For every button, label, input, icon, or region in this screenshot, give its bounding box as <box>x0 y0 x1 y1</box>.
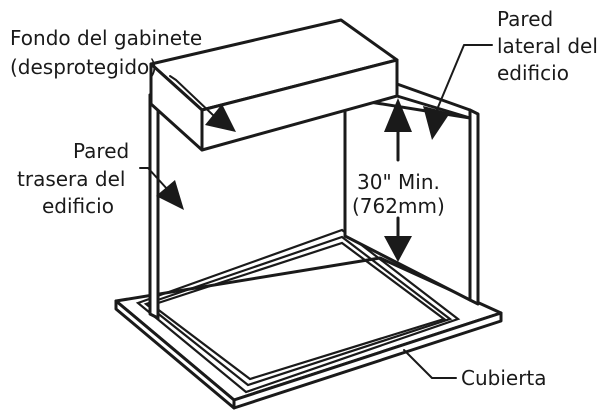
countertop-inner-outline <box>135 228 461 394</box>
countertop-inner-outline-3 <box>149 241 447 381</box>
label-cabinet-bottom-2: (desprotegido) <box>10 55 157 79</box>
label-rear-wall-2: trasera del <box>17 167 125 191</box>
arrow-side-wall-head <box>423 106 450 140</box>
arrow-down-head <box>384 236 412 262</box>
leader-cabinet-bottom <box>169 75 236 132</box>
label-side-wall-1: Pared <box>497 7 553 31</box>
label-countertop: Cubierta <box>461 366 547 390</box>
countertop-inner-outline-2 <box>143 235 453 387</box>
label-cabinet-bottom-1: Fondo del gabinete <box>10 26 202 50</box>
leader-line-side-wall <box>435 44 493 113</box>
label-side-wall-2: lateral del <box>497 34 598 58</box>
countertop <box>114 228 503 410</box>
cabinet-front-face <box>200 58 399 152</box>
arrow-rear-wall-head <box>156 180 184 210</box>
label-side-wall-3: edificio <box>497 61 569 85</box>
leader-line-rear-wall <box>139 167 169 191</box>
side-wall-thickness <box>468 108 480 306</box>
label-rear-wall-1: Pared <box>73 139 129 163</box>
cabinet-bottom <box>149 18 399 152</box>
side-wall <box>343 82 480 306</box>
countertop-right-edge <box>232 311 503 410</box>
clearance-dimension <box>384 98 412 262</box>
leader-rear-wall <box>139 167 184 210</box>
label-rear-wall-3: edificio <box>42 194 114 218</box>
leader-line-cabinet <box>169 75 215 117</box>
leader-line-countertop <box>403 349 457 379</box>
arrow-cabinet-head <box>205 104 236 132</box>
arrow-up-head <box>384 98 412 132</box>
label-clearance-1: 30" Min. <box>357 170 440 194</box>
leader-countertop <box>403 349 457 379</box>
leader-side-wall <box>423 44 493 140</box>
label-clearance-2: (762mm) <box>352 194 445 218</box>
